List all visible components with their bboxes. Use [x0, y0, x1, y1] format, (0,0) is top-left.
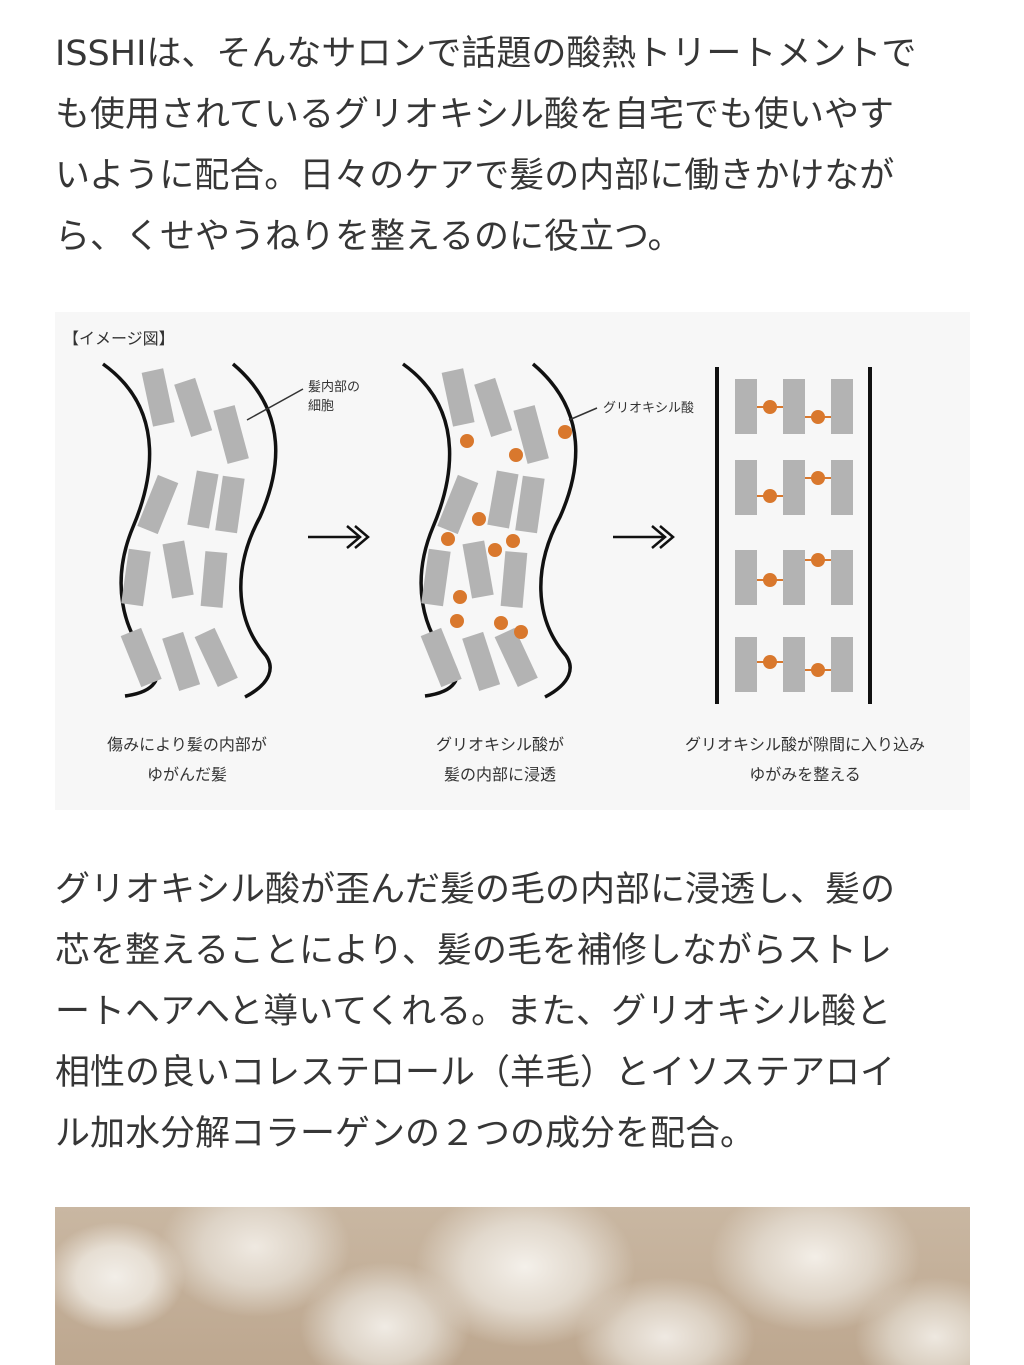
arrow-1: [308, 525, 370, 549]
hair-outline-right: [531, 362, 578, 699]
acid-label-leader: [568, 407, 598, 421]
hair-cells: [735, 379, 853, 692]
hair-cells: [120, 368, 249, 692]
paragraph-line: も使用されているグリオキシル酸を自宅でも使いやす: [55, 95, 894, 135]
intro-paragraph: ISSHIは、そんなサロンで話題の酸熱トリートメントで も使用されているグリオキ…: [55, 24, 975, 268]
stage-3-straightened: [715, 367, 872, 704]
paragraph-line: ートヘアへと導いてくれる。また、グリオキシル酸と: [55, 992, 892, 1032]
stage-2-penetration: グリオキシル酸: [401, 362, 694, 699]
arrow-2: [613, 525, 675, 549]
paragraph-line: 相性の良いコレステロール（羊毛）とイソステアロイ: [55, 1053, 896, 1093]
diagram-title: 【イメージ図】: [63, 329, 175, 348]
paragraph-line: ISSHIは、そんなサロンで話題の酸熱トリートメントで: [55, 34, 917, 74]
caption-stage-3-line-2: ゆがみを整える: [749, 765, 861, 784]
paragraph-line: いように配合。日々のケアで髪の内部に働きかけなが: [55, 156, 895, 196]
caption-stage-2-line-1: グリオキシル酸が: [436, 735, 564, 754]
caption-stage-2-line-2: 髪の内部に浸透: [444, 765, 556, 784]
paragraph-line: グリオキシル酸が歪んだ髪の毛の内部に浸透し、髪の: [55, 870, 896, 910]
acid-molecules: [763, 400, 825, 677]
acid-bonds: [757, 406, 831, 671]
wool-photo: [55, 1207, 970, 1365]
diagram-svg: 【イメージ図】 髪内部の 細胞: [63, 329, 925, 784]
caption-stage-3-line-1: グリオキシル酸が隙間に入り込み: [685, 735, 925, 754]
cell-label-line-2: 細胞: [308, 399, 334, 414]
paragraph-line: ル加水分解コラーゲンの２つの成分を配合。: [55, 1114, 756, 1154]
paragraph-line: 芯を整えることにより、髪の毛を補修しながらストレ: [55, 931, 892, 971]
stage-1-distorted-hair: 髪内部の 細胞: [101, 362, 360, 699]
hair-cells: [420, 368, 549, 692]
caption-stage-1-line-2: ゆがんだ髪: [147, 765, 227, 784]
caption-stage-1-line-1: 傷みにより髪の内部が: [107, 735, 267, 754]
acid-molecules: [441, 425, 572, 639]
paragraph-line: ら、くせやうねりを整えるのに役立つ。: [55, 217, 683, 257]
cell-label-leader: [246, 388, 304, 421]
cell-label-line-1: 髪内部の: [308, 379, 360, 395]
captions: 傷みにより髪の内部が ゆがんだ髪 グリオキシル酸が 髪の内部に浸透 グリオキシル…: [107, 735, 925, 784]
image-diagram: 【イメージ図】 髪内部の 細胞: [55, 312, 970, 810]
ingredient-paragraph: グリオキシル酸が歪んだ髪の毛の内部に浸透し、髪の 芯を整えることにより、髪の毛を…: [55, 860, 975, 1165]
acid-label: グリオキシル酸: [603, 401, 694, 416]
hair-outline-right: [231, 362, 278, 699]
